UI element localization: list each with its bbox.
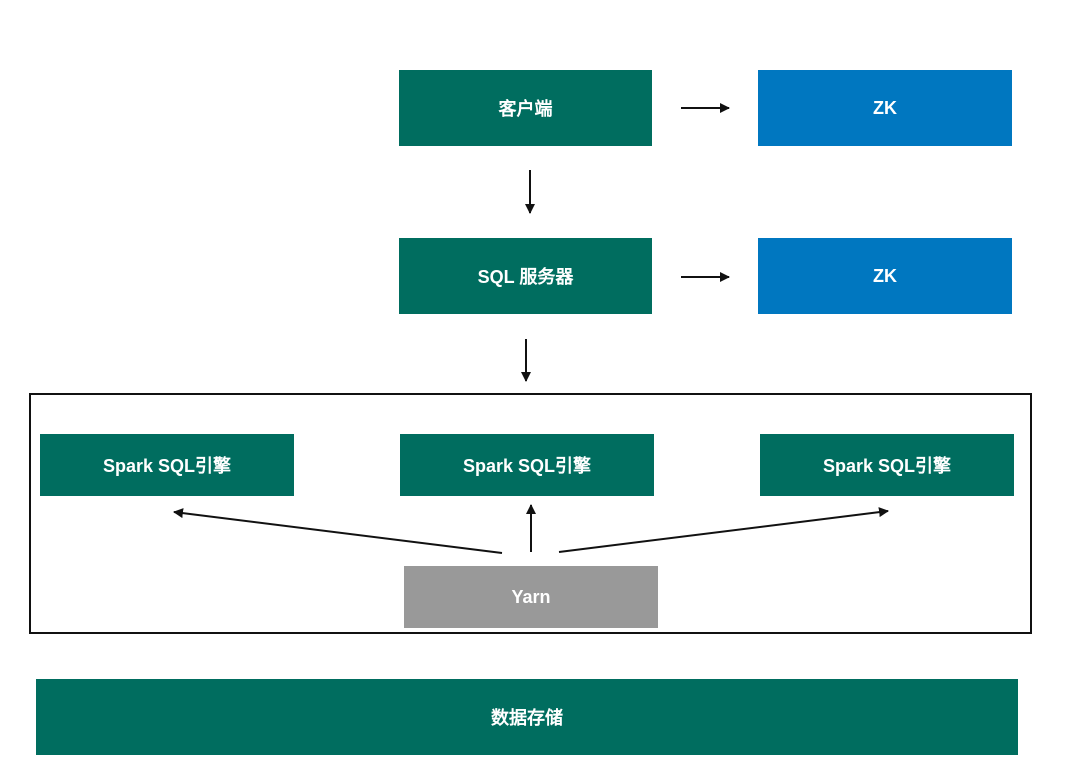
data-storage-node: 数据存储: [36, 679, 1018, 755]
spark-engine-left: Spark SQL引擎: [40, 434, 294, 496]
client-node: 客户端: [399, 70, 652, 146]
spark-engine-center: Spark SQL引擎: [400, 434, 654, 496]
arrow-yarn-to-engine-right: [558, 507, 889, 553]
yarn-node: Yarn: [404, 566, 658, 628]
zk-node-mid: ZK: [758, 238, 1012, 314]
spark-engine-right: Spark SQL引擎: [760, 434, 1014, 496]
arrow-yarn-to-engine-left: [173, 508, 503, 554]
engine-cluster-box: [29, 393, 1032, 634]
zk-node-top: ZK: [758, 70, 1012, 146]
sql-server-node: SQL 服务器: [399, 238, 652, 314]
